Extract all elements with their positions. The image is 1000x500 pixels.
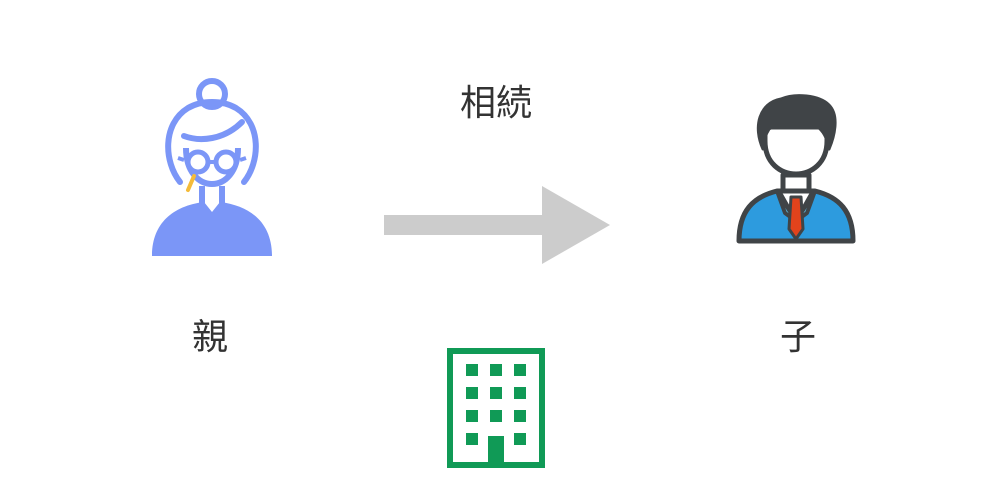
arrow-right-icon xyxy=(384,186,610,264)
inheritance-label: 相続 xyxy=(459,83,532,124)
child-label: 子 xyxy=(779,317,816,358)
parent-label: 親 xyxy=(191,317,228,358)
building-icon xyxy=(447,348,545,468)
businessman-icon xyxy=(735,93,857,245)
elderly-woman-icon xyxy=(148,78,276,258)
